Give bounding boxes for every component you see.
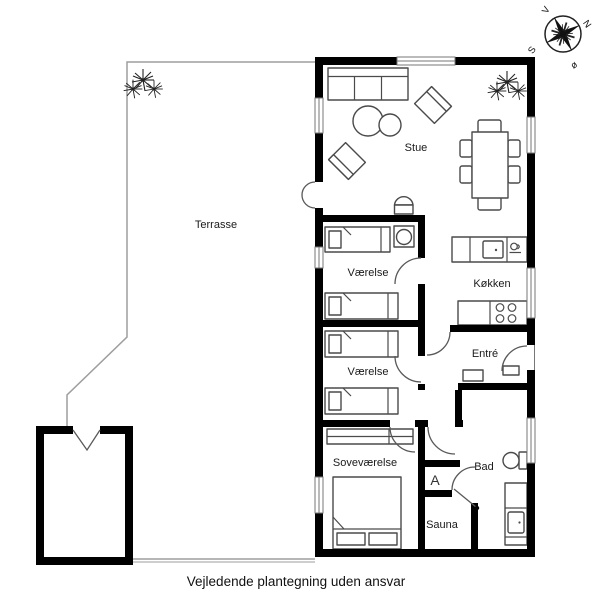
- terrace-outline: [66, 61, 315, 563]
- compass-east: ø: [569, 59, 580, 71]
- window: [314, 97, 324, 134]
- interior-walls: [318, 215, 527, 549]
- dining-set: [459, 119, 521, 211]
- window: [526, 417, 536, 464]
- sauna-door-swing: [451, 466, 480, 511]
- single-bed: [324, 330, 399, 358]
- window: [314, 246, 324, 269]
- bath-counter: [504, 482, 528, 546]
- compass-south: S: [526, 45, 539, 57]
- washbasin: [393, 225, 415, 248]
- room-label-koekken: Køkken: [473, 278, 510, 290]
- room-label-vaerelse1: Værelse: [348, 267, 389, 279]
- front-door-gap: [527, 345, 535, 370]
- window: [314, 476, 324, 514]
- double-bed: [332, 476, 402, 550]
- caption: Vejledende plantegning uden ansvar: [187, 574, 406, 589]
- coffee-tables: [352, 105, 402, 137]
- room-label-sauna: Sauna: [426, 519, 459, 531]
- terrace-door-gap: [315, 182, 323, 208]
- door-swing: [394, 257, 422, 285]
- door-swing: [501, 345, 528, 372]
- plant-icon: [124, 69, 163, 98]
- kitchen-counter-sink: [451, 236, 528, 263]
- sofa: [327, 67, 409, 101]
- shed-door-swing: [72, 429, 101, 452]
- single-bed: [324, 387, 399, 415]
- window: [526, 116, 536, 154]
- wardrobe: [326, 428, 414, 445]
- loft-ladder-icon: A: [430, 472, 440, 488]
- door-swing: [394, 355, 422, 383]
- window: [526, 267, 536, 319]
- armchair: [413, 85, 453, 125]
- room-label-stue: Stue: [405, 142, 428, 154]
- armchair: [327, 141, 367, 181]
- door-swing: [301, 181, 316, 209]
- door-swing: [426, 331, 451, 356]
- door-swing: [427, 426, 456, 455]
- window: [396, 56, 456, 66]
- kitchen-counter-hob: [457, 300, 528, 326]
- compass-rose-icon: V N S ø: [526, 4, 593, 71]
- room-label-entre: Entré: [472, 348, 498, 360]
- coat-rack: [462, 365, 520, 382]
- shed: [36, 426, 133, 565]
- single-bed: [324, 226, 391, 253]
- door-swing: [389, 426, 416, 453]
- room-label-sovevaerelse: Soveværelse: [333, 457, 397, 469]
- single-bed: [324, 292, 399, 320]
- room-label-bad: Bad: [474, 461, 494, 473]
- compass-north: N: [580, 18, 593, 30]
- compass-west: V: [540, 4, 553, 16]
- fireplace-icon: [393, 196, 414, 215]
- plant-icon: [488, 71, 527, 100]
- toilet: [502, 451, 528, 470]
- room-label-vaerelse2: Værelse: [348, 366, 389, 378]
- coffee-maker-icon: [509, 242, 521, 254]
- room-label-terrasse: Terrasse: [195, 219, 237, 231]
